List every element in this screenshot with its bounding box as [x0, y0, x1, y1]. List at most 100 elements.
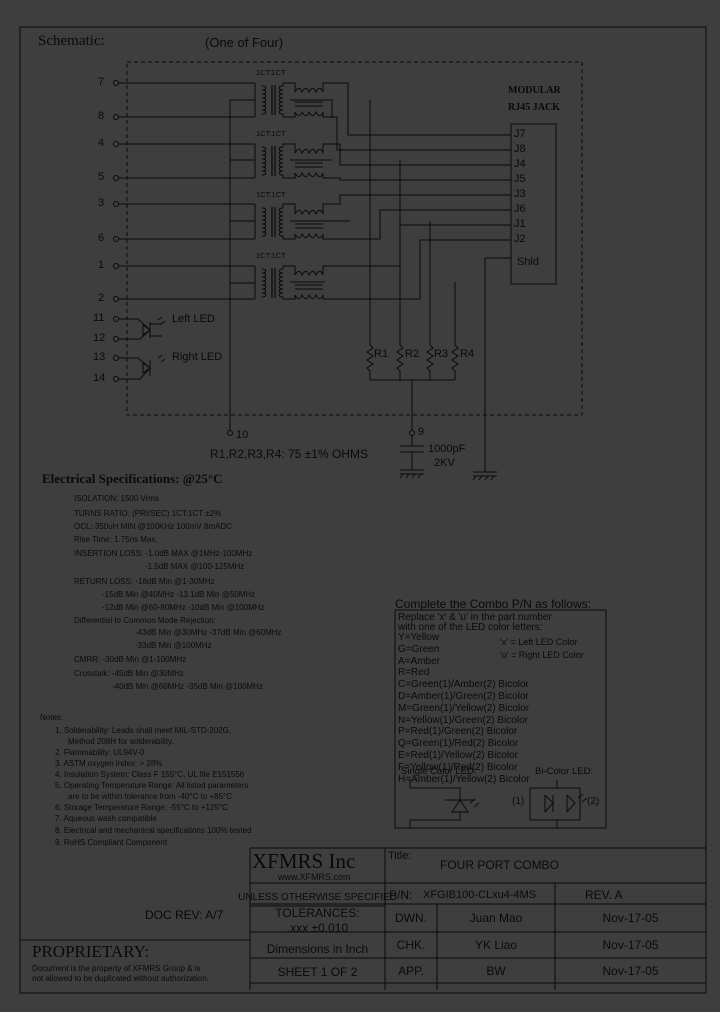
jack-pin: J4 — [514, 158, 526, 170]
part-number: XFGIB100-CLxu4-4MS — [423, 889, 537, 901]
unless-specified: UNLESS OTHERWISE SPECIFIED — [238, 891, 397, 903]
jack-pin: J8 — [514, 143, 526, 155]
app-name: BW — [486, 963, 506, 978]
color-letter: C=Green(1)/Amber(2) Bicolor — [398, 679, 529, 691]
combo-x-note: 'x' = Left LED Color — [500, 637, 578, 647]
pin-label: 6 — [98, 232, 105, 244]
color-letter: A=Amber — [398, 655, 440, 667]
spec-line: -43dB Min @30MHz -37dB Min @60MHz — [135, 628, 282, 637]
left-led-label: Left LED — [172, 313, 215, 325]
color-letter: E=Red(1)/Yellow(2) Bicolor — [398, 749, 518, 761]
spec-line: INSERTION LOSS: -1.0dB MAX @1MHz-100MHz — [74, 549, 253, 558]
spec-line: ISOLATION: 1500 Vrms — [74, 494, 159, 503]
schematic-title: Schematic: — [38, 33, 105, 49]
pin-label: 5 — [98, 171, 105, 183]
note-line: 9. RoHS Compliant Component — [55, 838, 168, 847]
pn-label: P/N: — [389, 888, 413, 902]
pin-label: 8 — [98, 110, 105, 122]
pin-10-label: 10 — [236, 429, 249, 441]
doc-revision: DOC REV: A/7 — [145, 908, 224, 922]
dwn-label: DWN. — [395, 911, 427, 925]
jack-pin: J2 — [514, 233, 526, 245]
rj45-jack-box — [510, 123, 557, 285]
turns-label: 1CT:1CT — [256, 190, 286, 199]
secondary-coils — [278, 85, 284, 298]
sheet-number: SHEET 1 OF 2 — [277, 964, 358, 979]
pin-label: 13 — [93, 351, 106, 363]
color-letter: H=Amber(1)/Yellow(2) Bicolor — [398, 773, 530, 785]
spec-line: -15dB Min @40MHz -13.1dB Min @50MHz — [102, 590, 256, 599]
color-letter-list: Y=Yellow G=Green A=Amber R=Red C=Green(1… — [398, 632, 530, 785]
jack-pin: J7 — [514, 128, 526, 140]
pin-label: 7 — [98, 76, 105, 88]
note-line: 2. Flammability: UL94V-0 — [55, 748, 145, 757]
color-letter: F=Yellow(1)/Red(2) Bicolor — [398, 761, 518, 773]
jack-pin: J3 — [514, 188, 526, 200]
jack-title-1: MODULAR — [508, 85, 561, 96]
color-letter: Q=Green(1)/Red(2) Bicolor — [398, 738, 519, 750]
resistor-label: R3 — [434, 348, 449, 360]
spec-line: -1.5dB MAX @100-125MHz — [145, 562, 245, 571]
color-letter: Y=Yellow — [398, 632, 440, 643]
color-letter: P=Red(1)/Green(2) Bicolor — [398, 726, 518, 738]
tolerances-label: TOLERANCES: — [275, 906, 360, 920]
pin-label: 3 — [98, 197, 105, 209]
dwn-date: Nov-17-05 — [602, 911, 659, 925]
app-date: Nov-17-05 — [602, 963, 659, 978]
note-line: 3. ASTM oxygen index: > 28% — [55, 759, 163, 768]
resistor-label: R1 — [374, 348, 389, 360]
chk-date: Nov-17-05 — [602, 938, 659, 952]
pin-label: 2 — [98, 292, 105, 304]
spec-line: TURNS RATIO: (PRI/SEC) 1CT:1CT ±2% — [74, 509, 222, 518]
resistor-label: R4 — [460, 348, 475, 360]
color-letter: R=Red — [398, 667, 430, 679]
note-line: 8. Electrical and mechanical specificati… — [55, 826, 252, 835]
pin-label: 4 — [98, 137, 105, 149]
company-website: www.XFMRS.com — [278, 872, 351, 882]
capacitor-voltage: 2KV — [434, 457, 455, 469]
shield-label: Shld — [517, 256, 540, 268]
bicolor-label-2: (2) — [587, 796, 600, 807]
capacitor-value: 1000pF — [428, 443, 466, 455]
spec-line: -12dB Min @60-80MHz -10dB Min @100MHz — [102, 603, 265, 612]
color-letter: D=Amber(1)/Green(2) Bicolor — [398, 690, 529, 702]
turns-label: 1CT:1CT — [256, 68, 286, 77]
proprietary-line-2: not allowed to be duplicated without aut… — [32, 974, 210, 983]
single-color-led-label: Single Color LED: — [401, 766, 477, 777]
jack-pin: J1 — [514, 218, 526, 230]
electrical-title: Electrical Specifications: @25°C — [42, 471, 223, 486]
bicolor-label-1: (1) — [512, 796, 525, 807]
led-symbols — [142, 316, 166, 376]
pin-9-label: 9 — [418, 426, 425, 438]
pin-label: 1 — [98, 259, 105, 271]
turns-label: 1CT:1CT — [256, 251, 286, 260]
pin-label: 12 — [93, 332, 106, 344]
pin-label: 11 — [93, 312, 105, 324]
spec-line: CMRR: -30dB Min @1-100MHz — [74, 655, 187, 664]
note-line: 1. Solderability: Leads shall meet MIL-S… — [55, 726, 232, 735]
spec-line: -40dB Min @60MHz -35dB Min @100MHz — [112, 682, 263, 691]
spec-line: Crosstalk: -45dB Min @30MHz — [74, 669, 184, 678]
schematic-subtitle: (One of Four) — [205, 35, 284, 50]
combo-title: Complete the Combo P/N as follows: — [395, 597, 592, 611]
note-line: 4. Insulation System: Class F 155°C, UL … — [55, 770, 245, 779]
chk-label: CHK. — [396, 938, 426, 952]
bi-color-led-label: Bi-Color LED: — [535, 766, 594, 777]
notes-title: Notes: — [40, 713, 64, 722]
jack-title-2: RJ45 JACK — [508, 102, 560, 113]
combo-box — [394, 609, 607, 829]
spec-line: Differential to Common Mode Rejection: — [74, 616, 216, 625]
module-outline — [126, 61, 583, 416]
chk-name: YK Liao — [474, 938, 518, 952]
note-line: 5. Operating Temperature Range: All list… — [55, 781, 249, 790]
tolerance-value: .xxx ±0.010 — [286, 921, 349, 935]
resistor-label: R2 — [405, 348, 420, 360]
spec-line: Rise Time: 1.75ns Max. — [74, 535, 158, 544]
note-line: 7. Aqueous wash compatible — [55, 814, 157, 823]
proprietary-line-1: Document is the property of XFMRS Group … — [32, 964, 201, 973]
pin-label: 14 — [93, 372, 106, 384]
title-label: Title: — [388, 850, 412, 862]
spec-line: -33dB Min @100MHz — [135, 641, 212, 650]
color-letter: N=Yellow(1)/Green(2) Bicolor — [398, 714, 528, 726]
